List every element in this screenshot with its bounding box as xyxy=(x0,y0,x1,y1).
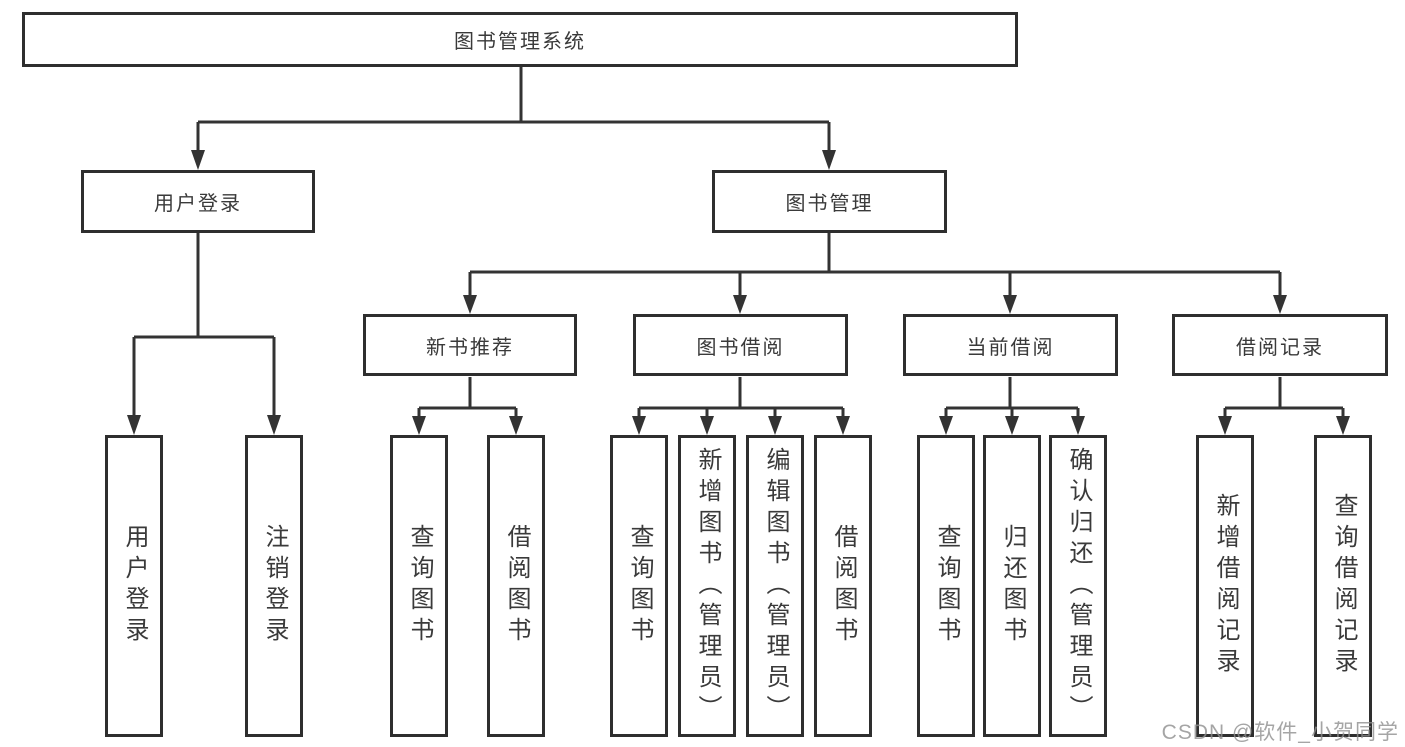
node-user-login: 用户登录 xyxy=(81,170,315,233)
leaf-query-books-current: 查询图书 xyxy=(917,435,975,737)
node-borrow-records: 借阅记录 xyxy=(1172,314,1388,376)
leaf-confirm-return-admin: 确认归还（管理员） xyxy=(1049,435,1107,737)
leaf-query-books-current-label: 查询图书 xyxy=(933,524,960,648)
arrowheads xyxy=(127,150,1350,435)
leaf-query-borrow-record-label: 查询借阅记录 xyxy=(1330,493,1357,679)
leaf-logout-label: 注销登录 xyxy=(261,524,288,648)
leaf-edit-books-admin: 编辑图书（管理员） xyxy=(746,435,804,737)
node-book-management-label: 图书管理 xyxy=(785,193,874,215)
leaf-borrow-books-recommend: 借阅图书 xyxy=(487,435,545,737)
root-node-library-system: 图书管理系统 xyxy=(22,12,1018,67)
leaf-query-books-borrow-label: 查询图书 xyxy=(626,524,653,648)
leaf-logout: 注销登录 xyxy=(245,435,303,737)
leaf-return-books-label: 归还图书 xyxy=(999,524,1026,648)
node-new-book-recommend-label: 新书推荐 xyxy=(426,336,514,359)
leaf-query-books-borrow: 查询图书 xyxy=(610,435,668,737)
node-book-borrow: 图书借阅 xyxy=(633,314,848,376)
leaf-edit-books-admin-label: 编辑图书（管理员） xyxy=(762,446,789,726)
node-current-borrow: 当前借阅 xyxy=(903,314,1118,376)
leaf-query-books-recommend: 查询图书 xyxy=(390,435,448,737)
node-book-management: 图书管理 xyxy=(712,170,947,233)
node-new-book-recommend: 新书推荐 xyxy=(363,314,577,376)
leaf-borrow-books: 借阅图书 xyxy=(814,435,872,737)
leaf-user-login-label: 用户登录 xyxy=(121,524,148,648)
leaf-add-books-admin: 新增图书（管理员） xyxy=(678,435,736,737)
leaf-query-borrow-record: 查询借阅记录 xyxy=(1314,435,1372,737)
leaf-user-login: 用户登录 xyxy=(105,435,163,737)
leaf-borrow-books-recommend-label: 借阅图书 xyxy=(503,524,530,648)
node-book-borrow-label: 图书借阅 xyxy=(696,336,785,359)
root-node-label: 图书管理系统 xyxy=(454,31,586,53)
node-current-borrow-label: 当前借阅 xyxy=(966,336,1055,359)
leaf-add-borrow-record-label: 新增借阅记录 xyxy=(1212,493,1239,679)
leaf-query-books-recommend-label: 查询图书 xyxy=(406,524,433,648)
leaf-add-borrow-record: 新增借阅记录 xyxy=(1196,435,1254,737)
leaf-return-books: 归还图书 xyxy=(983,435,1041,737)
leaf-borrow-books-label: 借阅图书 xyxy=(830,524,857,648)
leaf-add-books-admin-label: 新增图书（管理员） xyxy=(694,446,721,726)
node-borrow-records-label: 借阅记录 xyxy=(1236,336,1324,359)
leaf-confirm-return-admin-label: 确认归还（管理员） xyxy=(1065,446,1092,726)
node-user-login-label: 用户登录 xyxy=(154,193,242,215)
